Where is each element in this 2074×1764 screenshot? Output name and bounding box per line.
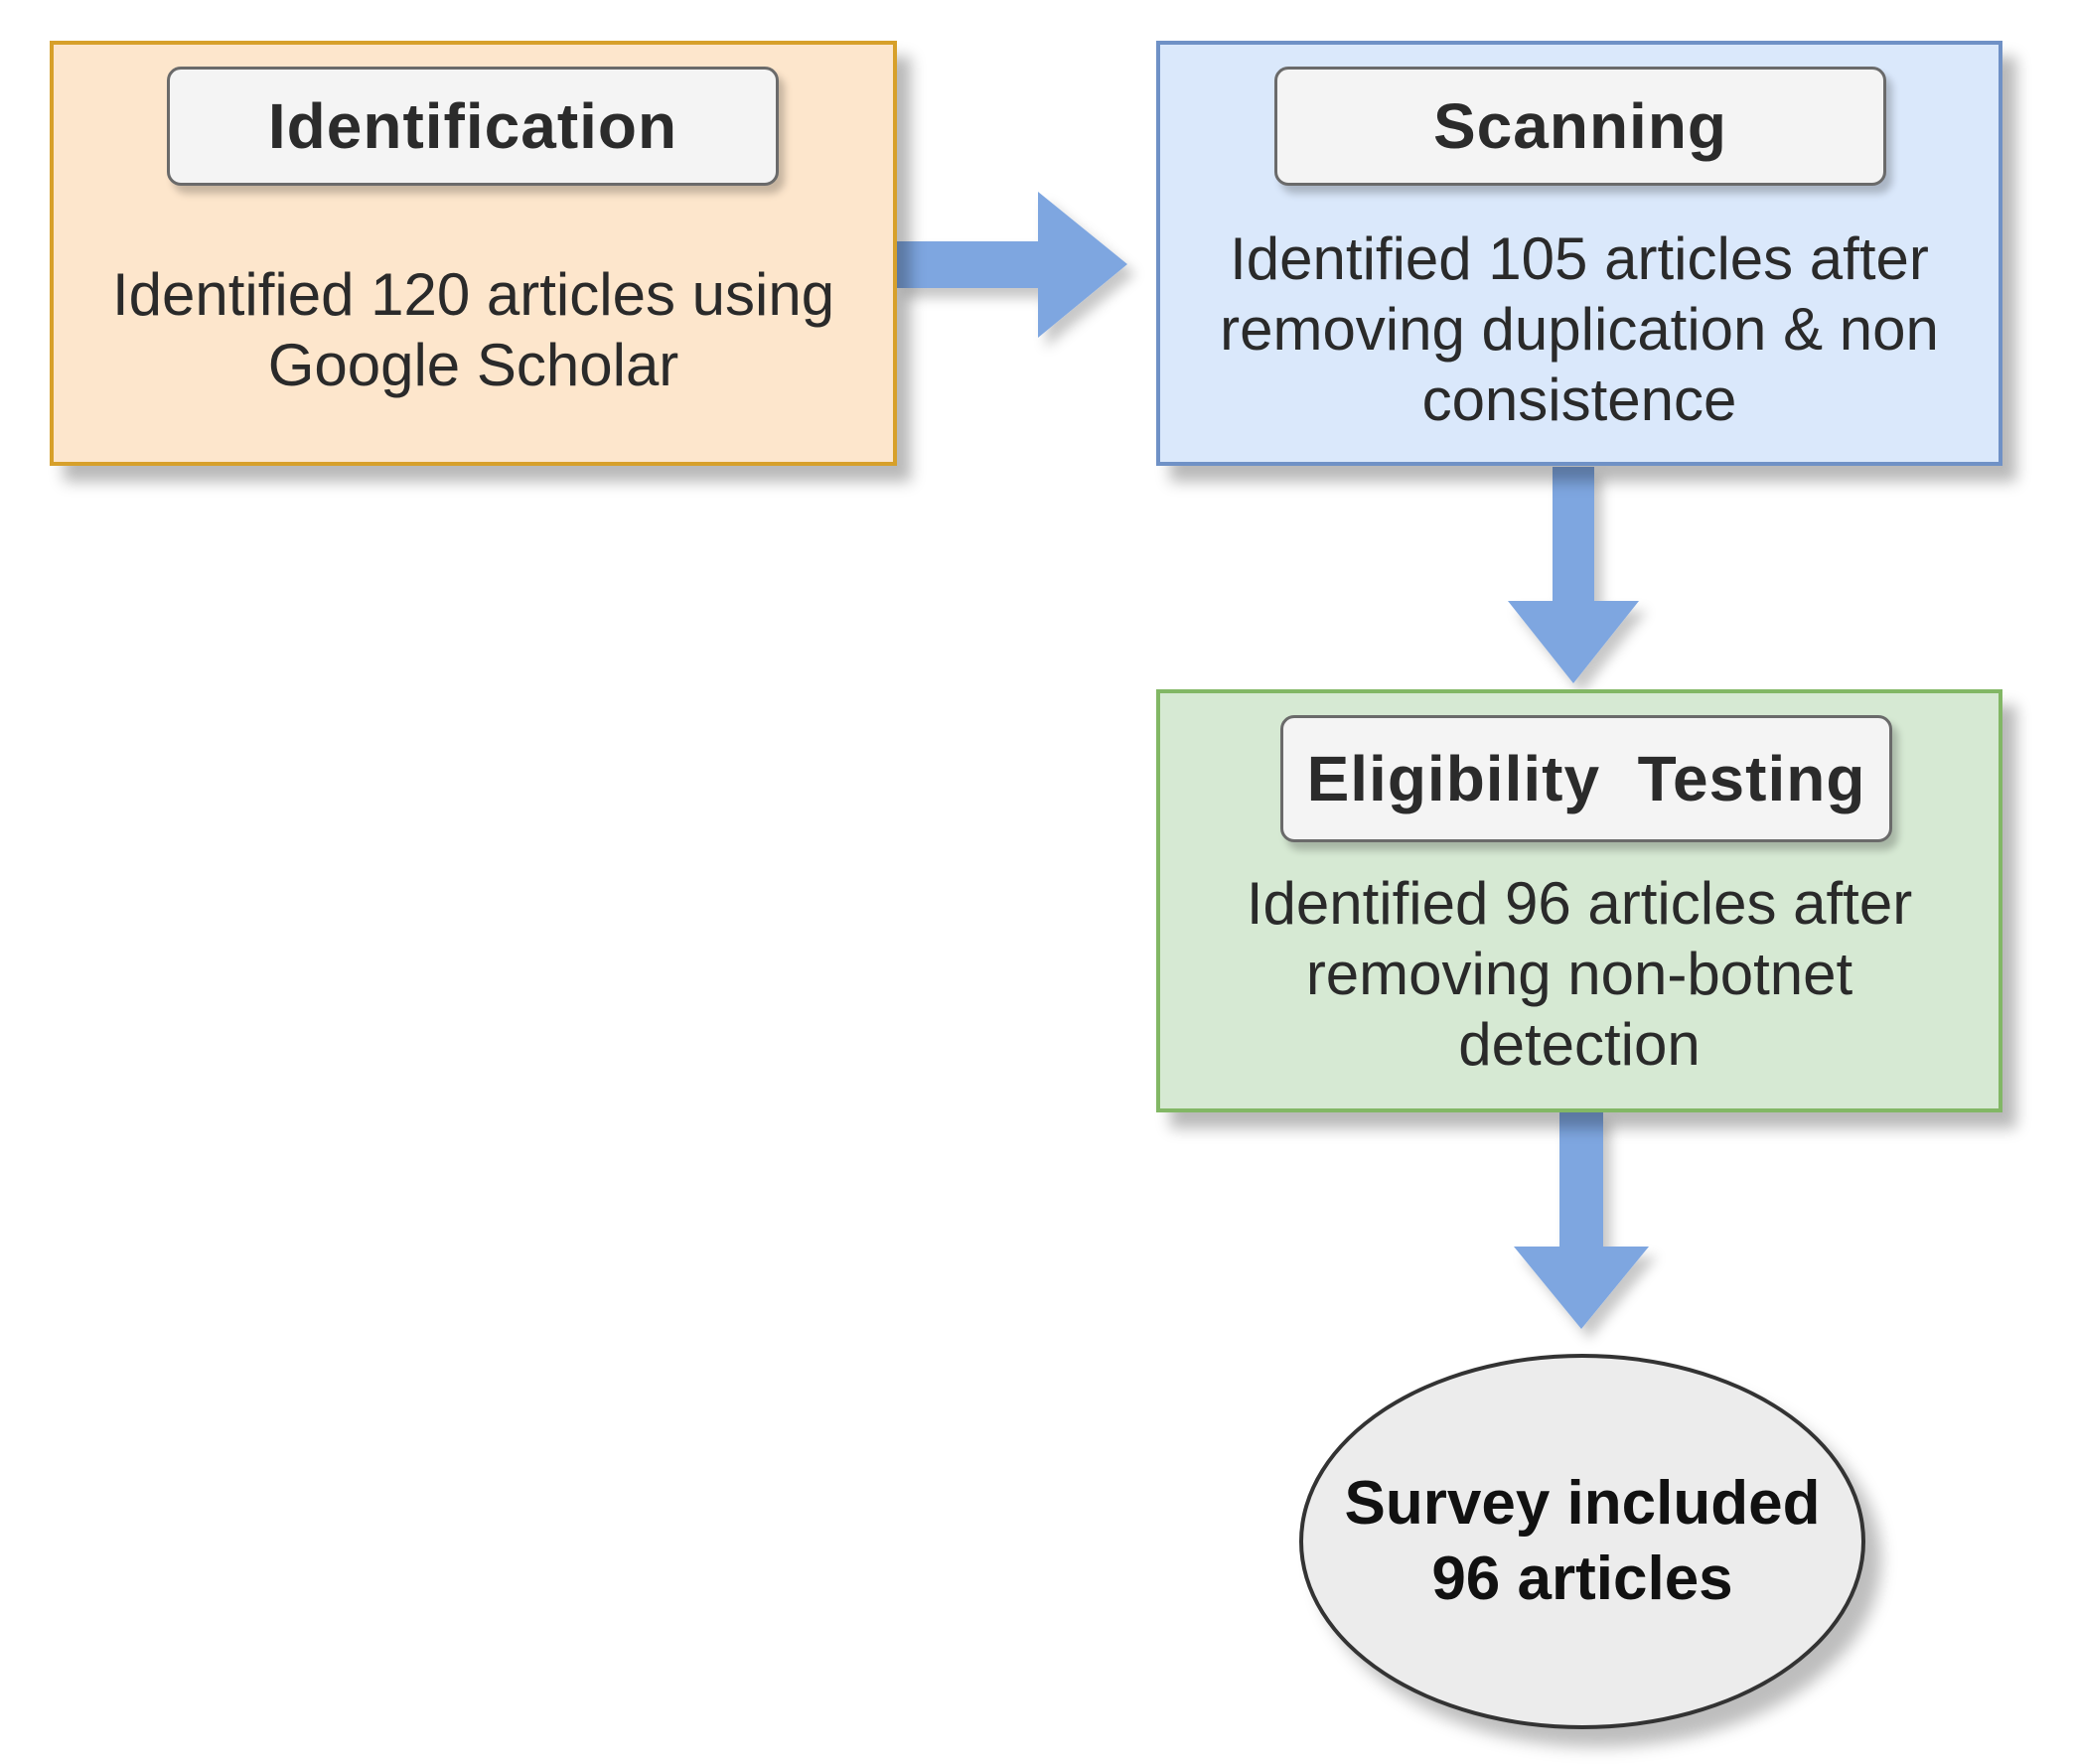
scanning-box: Scanning Identified 105 articles after r… xyxy=(1156,41,2002,466)
identification-description: Identified 120 articles using Google Sch… xyxy=(54,259,893,400)
eligibility-title: Eligibility Testing xyxy=(1306,743,1866,814)
arrow-eligibility-to-result xyxy=(1514,1112,1649,1329)
eligibility-line-3: detection xyxy=(1458,1011,1701,1078)
eligibility-line-2: removing non-botnet xyxy=(1305,941,1853,1007)
eligibility-description: Identified 96 articles after removing no… xyxy=(1160,868,1999,1080)
identification-box: Identification Identified 120 articles u… xyxy=(50,41,897,466)
eligibility-box: Eligibility Testing Identified 96 articl… xyxy=(1156,689,2002,1112)
identification-line-2: Google Scholar xyxy=(267,332,679,398)
result-line-1: Survey included xyxy=(1344,1469,1821,1538)
scanning-title: Scanning xyxy=(1432,90,1728,162)
eligibility-header: Eligibility Testing xyxy=(1280,715,1892,842)
result-ellipse: Survey included 96 articles xyxy=(1299,1354,1865,1729)
scanning-line-1: Identified 105 articles after xyxy=(1230,225,1929,292)
identification-title: Identification xyxy=(267,90,678,162)
scanning-header: Scanning xyxy=(1274,67,1886,186)
scanning-line-3: consistence xyxy=(1421,367,1737,433)
scanning-line-2: removing duplication & non xyxy=(1220,296,1939,363)
arrow-scanning-to-eligibility xyxy=(1508,467,1639,683)
identification-line-1: Identified 120 articles using xyxy=(111,261,835,328)
arrow-identification-to-scanning xyxy=(897,192,1127,338)
identification-header: Identification xyxy=(167,67,779,186)
result-text: Survey included 96 articles xyxy=(1345,1466,1821,1617)
scanning-description: Identified 105 articles after removing d… xyxy=(1160,223,1999,435)
eligibility-line-1: Identified 96 articles after xyxy=(1246,870,1913,937)
result-line-2: 96 articles xyxy=(1431,1544,1733,1613)
